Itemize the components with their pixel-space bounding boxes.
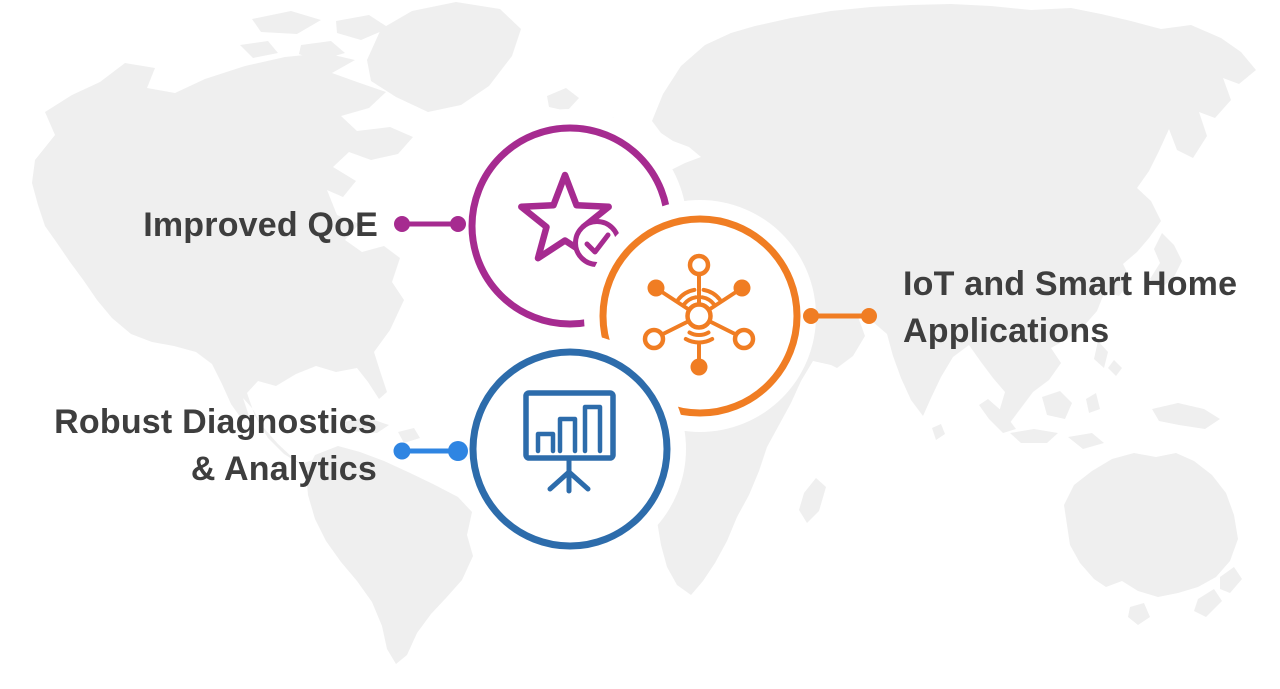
landmass-madagascar [799,478,826,523]
landmass-new-zealand [1194,567,1242,617]
iot-node-filled [647,279,665,297]
iot-node-filled [690,358,708,376]
chart-bar [557,416,578,454]
landmass-eurasia [585,4,1256,424]
badge-ring [469,348,671,550]
connector-improved-qoe [394,216,466,232]
landmass-sri-lanka [932,424,945,440]
label-text-line2: Applications [903,312,1110,350]
landmass-greenland [367,2,521,112]
connector-dot [803,308,819,324]
iot-signal-arc [682,295,698,307]
connector-diagnostics [393,441,468,461]
connector-dot [861,308,877,324]
badge-diagnostics-analytics [454,333,686,565]
landmass-caribbean [340,417,420,443]
connector-dot [393,442,411,460]
landmass-south-america [306,446,473,664]
iot-hub-node [685,302,713,330]
label-text-line1: Robust Diagnostics [54,403,377,441]
label-text-line1: IoT and Smart Home [903,265,1238,303]
iot-signal-arc [687,330,711,338]
landmass-iceland [547,88,579,111]
iot-node-outlined [687,253,711,277]
label-improved-qoe: Improved QoE [143,202,378,248]
landmass-north-america [32,53,413,483]
easel-tripod [547,455,591,494]
chart-bar [582,404,603,454]
badge-ring [599,215,801,417]
landmass-australia [1064,453,1238,597]
landmass-arctic-islands [240,11,417,64]
iot-node-outlined [732,327,756,351]
connector-dot [448,441,468,461]
iot-node-outlined [642,327,666,351]
connector-dot [450,216,466,232]
connector-dot [394,216,410,232]
star-outline [518,171,612,262]
iot-node-filled [733,279,751,297]
chart-bar [535,431,556,454]
iot-signal-arc [676,287,697,302]
connector-iot [803,308,877,324]
iot-signal-arc [683,337,715,345]
landmass-southeast-asia-islands [979,341,1220,449]
landmass-japan [1150,233,1182,289]
connectors [393,216,877,461]
check-mark [584,232,611,255]
label-diagnostics-analytics: Robust Diagnostics & Analytics [54,399,377,493]
iot-network-icon [642,253,756,376]
iot-signal-arc [701,287,722,302]
label-text-line2: & Analytics [190,450,377,488]
label-text: Improved QoE [143,206,378,244]
presentation-chart-icon [523,390,616,494]
iot-signal-arc [700,295,716,307]
iot-spoke [661,320,689,336]
landmass-tasmania [1128,603,1150,625]
iot-spoke [709,320,737,336]
badge-halo [454,333,686,565]
label-iot-smart-home: IoT and Smart Home Applications [903,261,1237,355]
